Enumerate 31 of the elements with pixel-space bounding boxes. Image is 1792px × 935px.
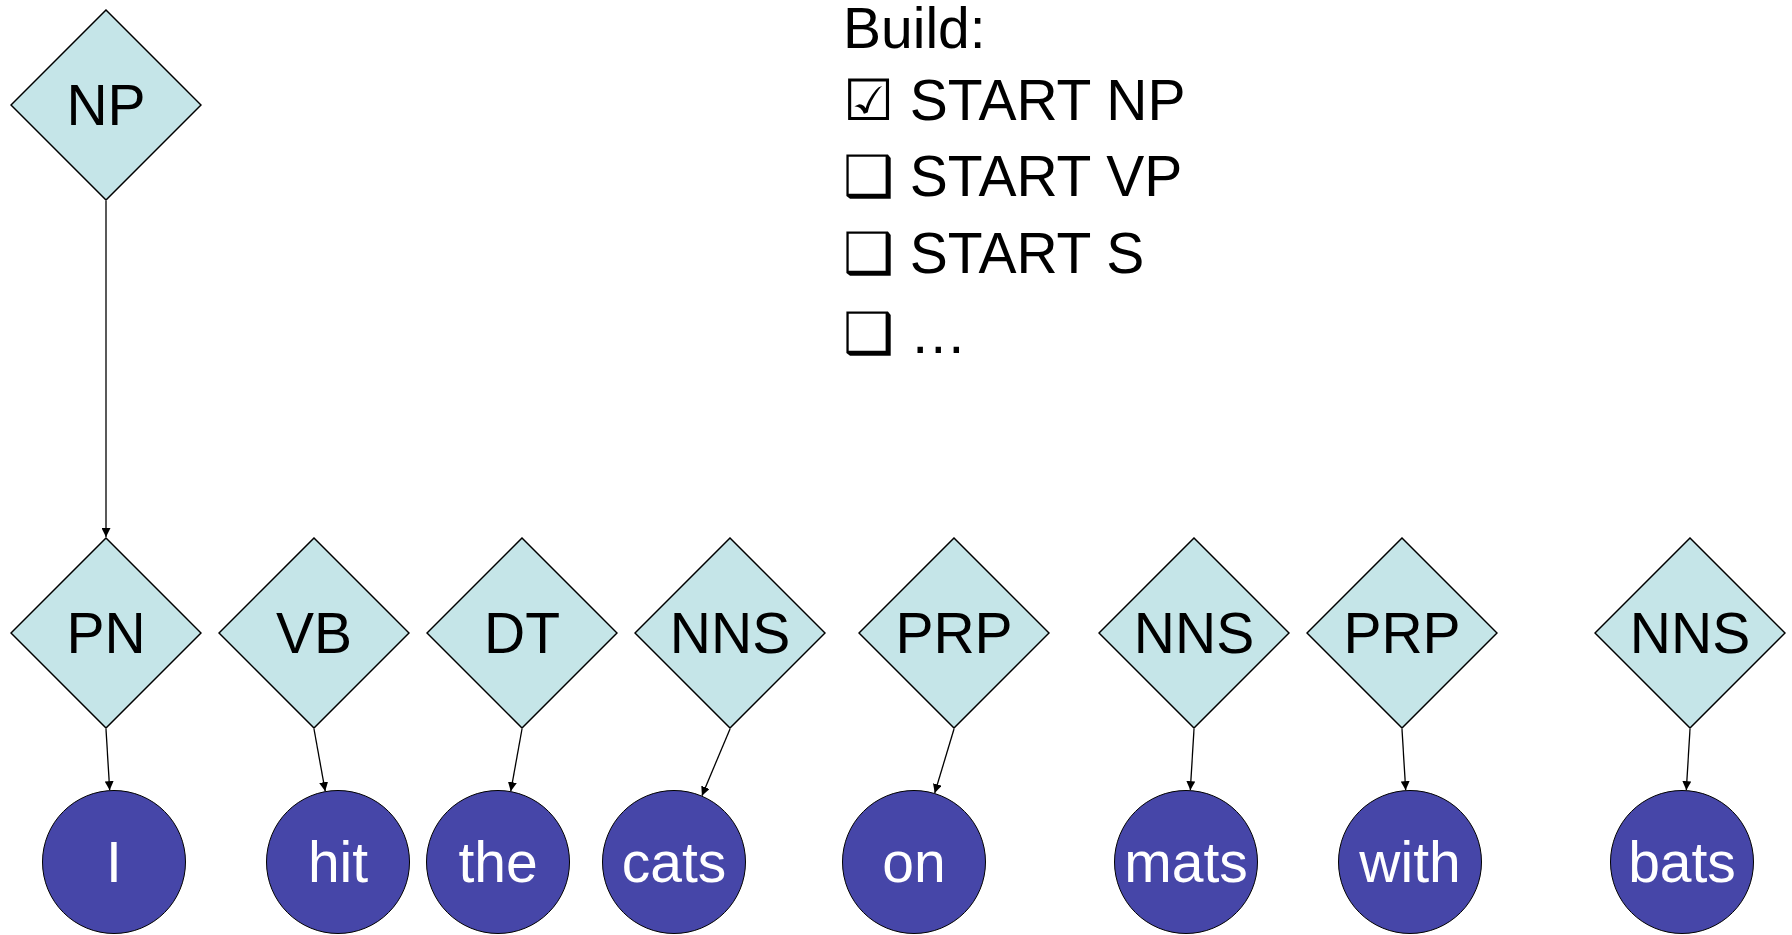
node-label: PRP (1343, 600, 1461, 666)
checklist-text: ❑ … (843, 305, 967, 362)
arrow (507, 728, 523, 792)
arrow (1186, 728, 1196, 791)
checklist-text: Build: (843, 0, 986, 57)
arrow (701, 728, 731, 797)
node-label: mats (1124, 829, 1248, 895)
node-label: cats (621, 829, 727, 895)
node-label: with (1359, 829, 1461, 895)
node-label: NNS (1133, 600, 1255, 666)
arrow (1682, 728, 1692, 791)
node-label: bats (1628, 829, 1736, 895)
arrow (104, 728, 114, 791)
node-label: the (458, 829, 538, 895)
checklist-text: ❑ START S (843, 225, 1145, 282)
node-label: hit (307, 829, 369, 895)
node-label: PN (66, 600, 146, 666)
node-label: NP (66, 72, 146, 138)
node-label: VB (275, 600, 352, 666)
arrow (1400, 728, 1410, 791)
arrow (313, 728, 329, 792)
checklist-text: ❑ START VP (843, 148, 1183, 205)
arrow (933, 728, 955, 794)
checklist-text: ☑ START NP (843, 72, 1186, 129)
node-label: NNS (1629, 600, 1751, 666)
node-label: I (106, 829, 122, 895)
node-label: on (882, 829, 946, 895)
node-label: NNS (669, 600, 791, 666)
node-label: PRP (895, 600, 1013, 666)
node-label: DT (484, 600, 560, 666)
arrow (101, 200, 111, 538)
